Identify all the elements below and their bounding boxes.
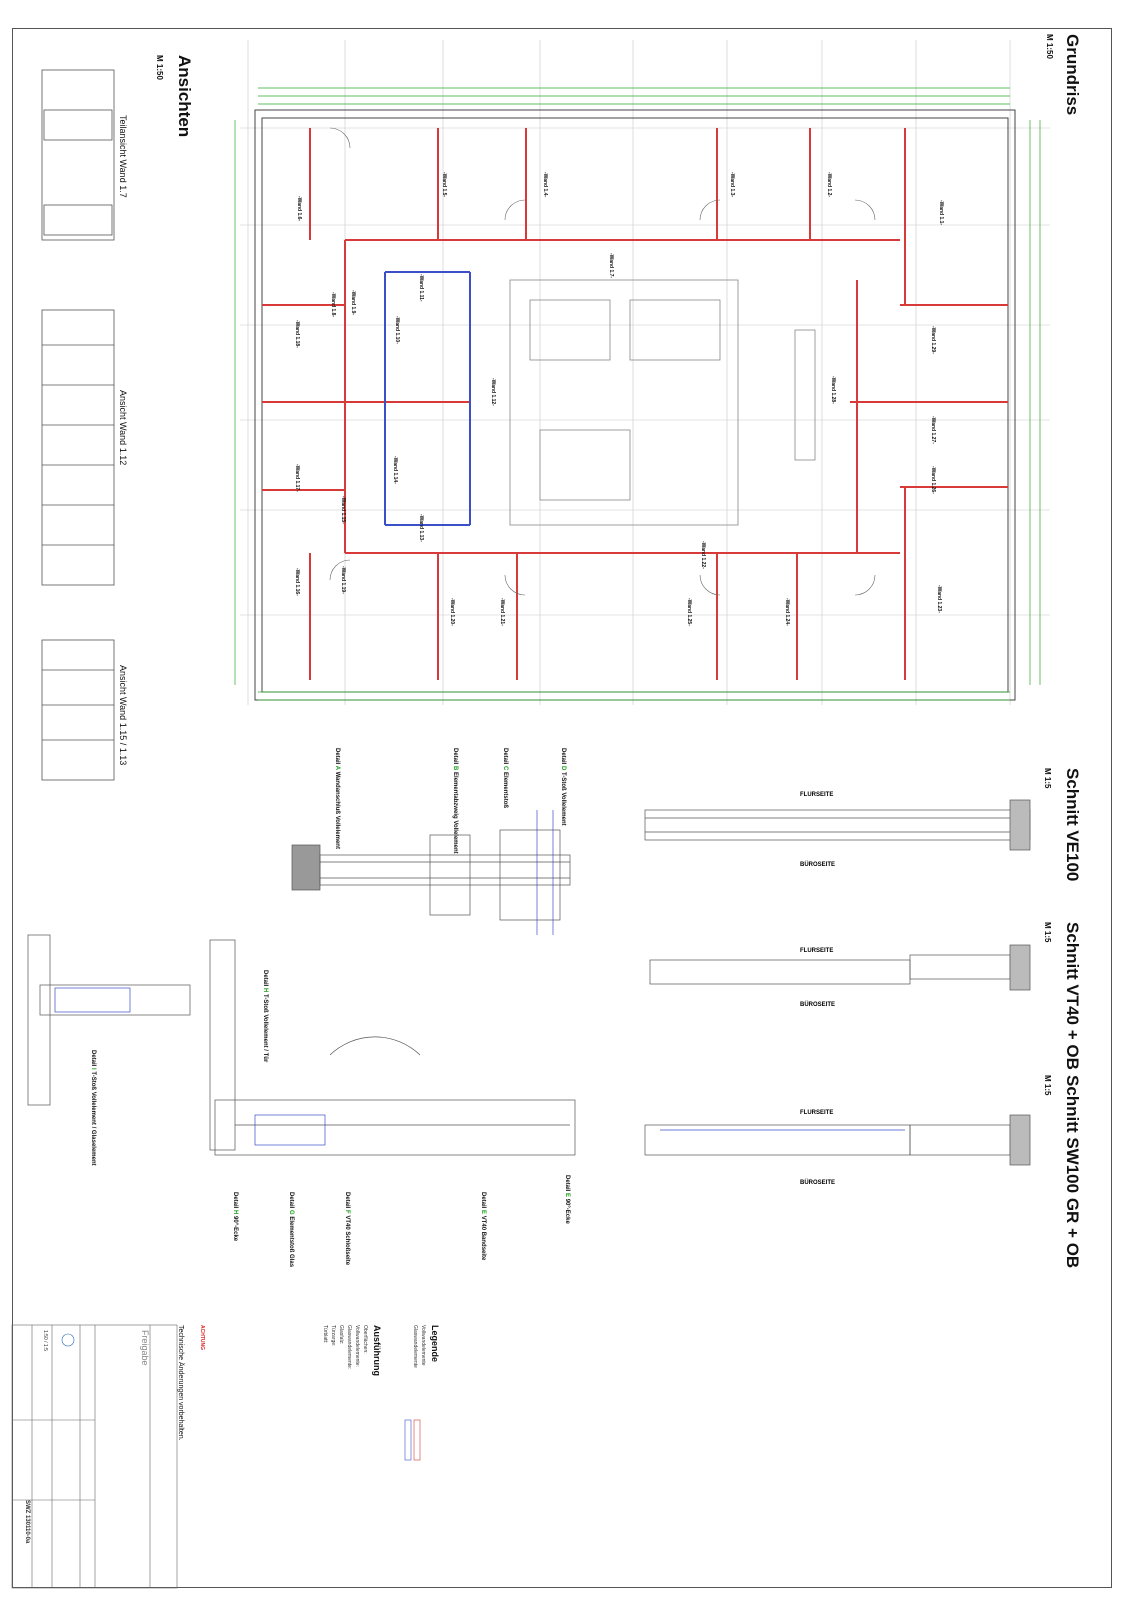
ansichten-scale: M 1:50 [155,55,164,80]
wall-label: -Wand 1.7- [608,253,614,279]
section-ve100-title: Schnitt VE100 [1063,768,1082,882]
glass-walls [384,271,471,526]
ausfuehrung-row: Oberflächen: [362,1325,368,1354]
wall-label: -Wand 1.9- [350,290,356,316]
ausfuehrung-row: Glaswandelemente: [346,1325,352,1370]
wall-label: -Wand 1.13- [418,514,424,542]
wall-label: -Wand 1.17- [294,464,300,492]
wall-label: -Wand 1.23- [936,585,942,613]
freigabe-title: Freigabe [140,1330,150,1366]
wall-label: -Wand 1.6- [296,196,302,222]
grundriss-title: Grundriss [1063,34,1082,116]
titleblock-drawing-no: SWZ 130110-0a [24,1500,30,1544]
section-vt40-scale: M 1:5 [1043,922,1052,943]
detail-b-label: Detail B Elementabzweig Vollelement [452,748,458,854]
title-block-lines [11,1324,421,1589]
section-drawings [644,799,1031,1166]
wall-label: -Wand 1.1- [938,200,944,226]
legend-item-1: Vollwandelemente [420,1325,426,1366]
dimension-chains [234,87,1041,701]
ansichten-title: Ansichten [175,55,194,138]
legend-title: Legende [430,1325,440,1363]
bueroseite-label-1: BÜROSEITE [800,862,836,868]
detail-d-label: Detail A Wandanschluß Vollelement [334,748,340,849]
grundriss-scale: M 1:50 [1045,34,1054,59]
wall-label: -Wand 1.28- [830,376,836,404]
wall-label: -Wand 1.29- [930,326,936,354]
detail-drawings [27,810,576,1156]
wall-label: -Wand 1.2- [826,172,832,198]
sheet-frame [12,28,1112,1588]
legend-item-2: Glaswandelemente [412,1325,418,1368]
detail-h-label: Detail H 90°-Ecke [232,1192,238,1242]
wall-label: -Wand 1.26- [930,466,936,494]
wall-label: -Wand 1.25- [686,598,692,626]
wall-label: -Wand 1.19- [340,566,346,594]
building-core [509,279,816,526]
wall-label: -Wand 1.16- [294,568,300,596]
detail-c-label: Detail C Elementstoß [502,748,508,809]
detail-a-label: Detail D T-Stoß Vollelement [560,748,566,826]
section-vt40-title: Schnitt VT40 + OB [1063,922,1082,1070]
detail-e-label: Detail E VT40 Bandseite [480,1192,486,1261]
section-sw100-scale: M 1:5 [1043,1075,1052,1096]
wall-label: -Wand 1.18- [294,320,300,348]
flurseite-label-3: FLURSEITE [800,1110,834,1116]
detail-g-label: Detail G Elementstoß Glas [288,1192,294,1268]
ausfuehrung-row: Glasfalz: [338,1325,344,1345]
detail-h2-label: Detail H T-Stoß Vollelement / Tür [262,970,268,1063]
bueroseite-label-2: BÜROSEITE [800,1002,836,1008]
wall-label: -Wand 1.11- [418,274,424,302]
ausfuehrung-row: Vollwandelemente: [354,1325,360,1367]
view-label-2: Ansicht Wand 1.12 [118,390,128,466]
elevation-views [41,69,115,781]
detail-f-label: Detail F VT40 Schloßseite [344,1192,350,1266]
ausfuehrung-row: Türblatt: [322,1325,328,1344]
building-outline [254,109,1016,701]
view-label-1: Teilansicht Wand 1.7 [118,115,128,198]
detail-e2-label: Detail E 90°-Ecke [564,1175,570,1224]
wall-label: -Wand 1.5- [441,172,447,198]
note-text: Technische Änderungen vorbehalten. [177,1325,184,1441]
wall-label: -Wand 1.20- [449,598,455,626]
wall-label: -Wand 1.27- [930,416,936,444]
wall-label: -Wand 1.14- [392,456,398,484]
flurseite-label-1: FLURSEITE [800,792,834,798]
wall-label: -Wand 1.10- [394,316,400,344]
wall-label: -Wand 1.4- [542,172,548,198]
wall-label: -Wand 1.3- [729,172,735,198]
wall-label: -Wand 1.21- [499,598,505,626]
bueroseite-label-3: BÜROSEITE [800,1180,836,1186]
wall-label: -Wand 1.12- [490,378,496,406]
view-label-3: Ansicht Wand 1.15 / 1.13 [118,665,128,766]
wall-label: -Wand 1.8- [330,292,336,318]
wall-label: -Wand 1.22- [700,541,706,569]
flurseite-label-2: FLURSEITE [800,948,834,954]
ausfuehrung-row: Türzarge: [330,1325,336,1347]
wall-label: -Wand 1.15- [340,496,346,524]
grid-axes [240,40,1050,705]
wall-label: -Wand 1.24- [784,598,790,626]
titleblock-scale: 1:50 / 1:5 [42,1330,48,1351]
ausfuehrung-title: Ausführung [372,1325,382,1376]
section-sw100-title: Schnitt SW100 GR + OB [1063,1075,1082,1269]
detail-i-label: Detail I T-Stoß Vollelement / Glaselemen… [90,1050,96,1166]
achtung-label: ACHTUNG [199,1325,205,1350]
section-ve100-scale: M 1:5 [1043,768,1052,789]
partition-walls [262,128,1008,680]
door-swings [329,127,876,596]
